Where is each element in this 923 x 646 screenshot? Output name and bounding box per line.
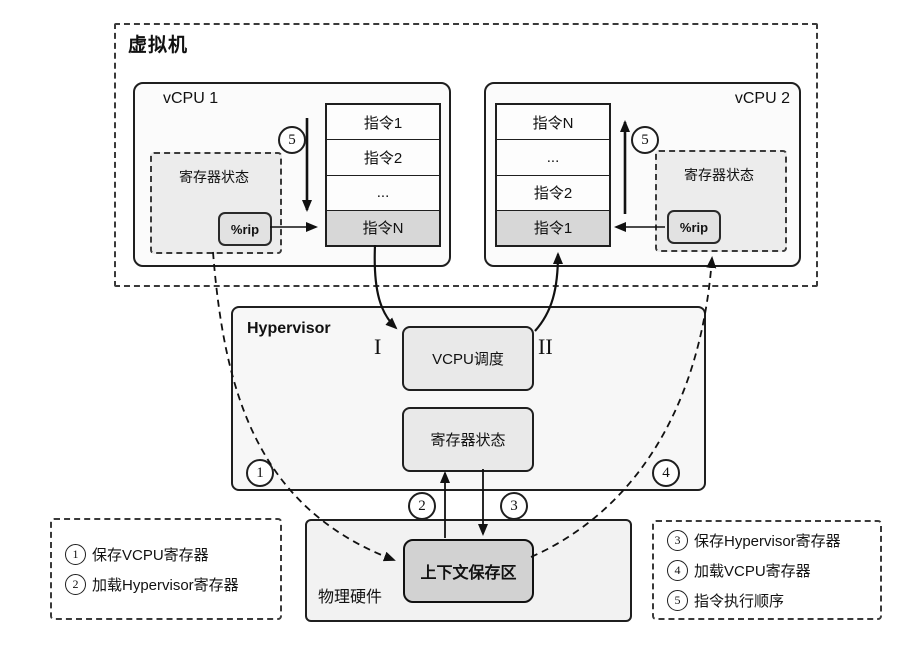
vcpu2-title: vCPU 2 — [734, 90, 790, 107]
physical-hardware-title: 物理硬件 — [318, 589, 383, 606]
context-save-area-box: 上下文保存区 — [403, 539, 534, 603]
vcpu2-instruction-stack: 指令N ... 指令2 指令1 — [495, 103, 611, 247]
vm-title: 虚拟机 — [128, 35, 189, 56]
instruction-row: 指令2 — [497, 175, 609, 211]
legend-text: 保存Hypervisor寄存器 — [694, 532, 841, 550]
legend-text: 指令执行顺序 — [694, 592, 785, 610]
legend-item: 3 保存Hypervisor寄存器 — [667, 529, 880, 551]
instruction-row: ... — [497, 140, 609, 176]
step3-legend-badge: 3 — [667, 529, 688, 551]
vcpu-scheduler-box: VCPU调度 — [402, 326, 534, 391]
step2-badge: 2 — [408, 492, 436, 520]
vcpu1-instruction-stack: 指令1 指令2 ... 指令N — [325, 103, 441, 247]
legend-text: 保存VCPU寄存器 — [92, 546, 209, 564]
vcpu2-register-state-label: 寄存器状态 — [684, 167, 754, 183]
step5-badge-vcpu1: 5 — [278, 126, 306, 154]
vcpu1-title: vCPU 1 — [163, 90, 219, 107]
hypervisor-register-state-box: 寄存器状态 — [402, 407, 534, 472]
instruction-row: 指令1 — [327, 105, 439, 141]
legend-item: 1 保存VCPU寄存器 — [65, 543, 280, 565]
hypervisor-title: Hypervisor — [247, 320, 331, 337]
legend-item: 5 指令执行顺序 — [667, 589, 880, 611]
step2-legend-badge: 2 — [65, 573, 86, 595]
instruction-row: 指令N — [497, 105, 609, 141]
instruction-row-current: 指令1 — [497, 210, 609, 245]
step4-badge: 4 — [652, 459, 680, 487]
step5-badge-vcpu2: 5 — [631, 126, 659, 154]
step1-legend-badge: 1 — [65, 543, 86, 565]
legend-item: 4 加载VCPU寄存器 — [667, 559, 880, 581]
numeral-out-label: II — [538, 334, 553, 359]
vcpu2-rip-pointer: %rip — [667, 210, 721, 244]
instruction-row: ... — [327, 175, 439, 211]
legend-item: 2 加载Hypervisor寄存器 — [65, 573, 280, 595]
numeral-in-label: I — [374, 334, 382, 359]
legend-right-box: 3 保存Hypervisor寄存器 4 加载VCPU寄存器 5 指令执行顺序 — [652, 520, 882, 620]
step5-legend-badge: 5 — [667, 589, 688, 611]
vcpu1-rip-pointer: %rip — [218, 212, 272, 246]
step1-badge: 1 — [246, 459, 274, 487]
instruction-row-current: 指令N — [327, 210, 439, 245]
step4-legend-badge: 4 — [667, 559, 688, 581]
legend-left-box: 1 保存VCPU寄存器 2 加载Hypervisor寄存器 — [50, 518, 282, 620]
legend-text: 加载Hypervisor寄存器 — [92, 576, 239, 594]
legend-text: 加载VCPU寄存器 — [694, 562, 811, 580]
vcpu1-register-state-label: 寄存器状态 — [179, 169, 249, 185]
step3-badge: 3 — [500, 492, 528, 520]
instruction-row: 指令2 — [327, 140, 439, 176]
